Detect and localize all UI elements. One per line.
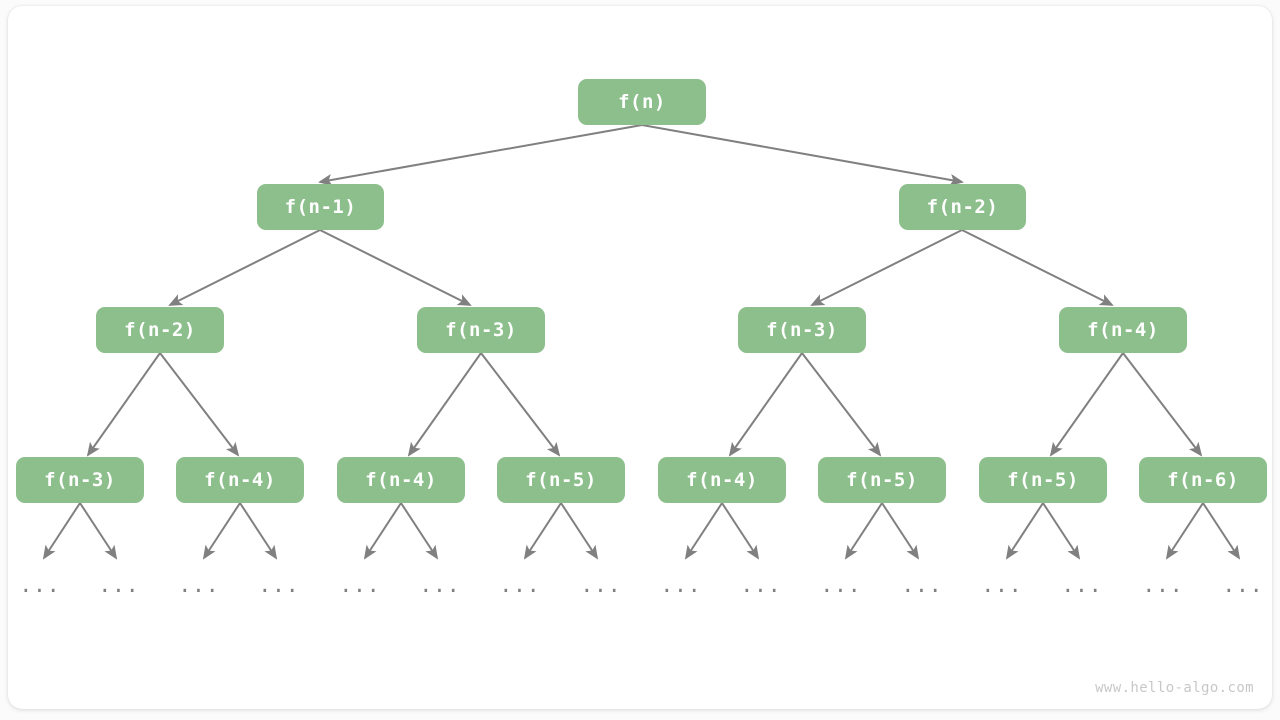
tree-node: f(n-3) (738, 307, 866, 353)
ellipsis-label: ... (1222, 573, 1264, 597)
ellipsis-label: ... (981, 573, 1023, 597)
ellipsis-label: ... (339, 573, 381, 597)
ellipsis-label: ... (660, 573, 702, 597)
tree-node: f(n-5) (979, 457, 1107, 503)
tree-node: f(n-2) (899, 184, 1026, 230)
tree-node: f(n-1) (257, 184, 384, 230)
tree-node: f(n-6) (1139, 457, 1267, 503)
ellipsis-label: ... (419, 573, 461, 597)
ellipsis-label: ... (1142, 573, 1184, 597)
ellipsis-label: ... (580, 573, 622, 597)
tree-node: f(n-4) (337, 457, 465, 503)
tree-node: f(n-4) (176, 457, 304, 503)
ellipsis-label: ... (740, 573, 782, 597)
tree-node: f(n-5) (818, 457, 946, 503)
ellipsis-label: ... (98, 573, 140, 597)
tree-node: f(n-2) (96, 307, 224, 353)
tree-node: f(n-4) (658, 457, 786, 503)
tree-node: f(n-3) (16, 457, 144, 503)
tree-node: f(n-4) (1059, 307, 1187, 353)
tree-node: f(n-5) (497, 457, 625, 503)
tree-node: f(n-3) (417, 307, 545, 353)
ellipsis-label: ... (499, 573, 541, 597)
ellipsis-label: ... (820, 573, 862, 597)
watermark: www.hello-algo.com (1095, 680, 1254, 696)
ellipsis-label: ... (178, 573, 220, 597)
ellipsis-label: ... (19, 573, 61, 597)
ellipsis-label: ... (901, 573, 943, 597)
ellipsis-label: ... (258, 573, 300, 597)
ellipsis-label: ... (1061, 573, 1103, 597)
tree-node: f(n) (578, 79, 706, 125)
